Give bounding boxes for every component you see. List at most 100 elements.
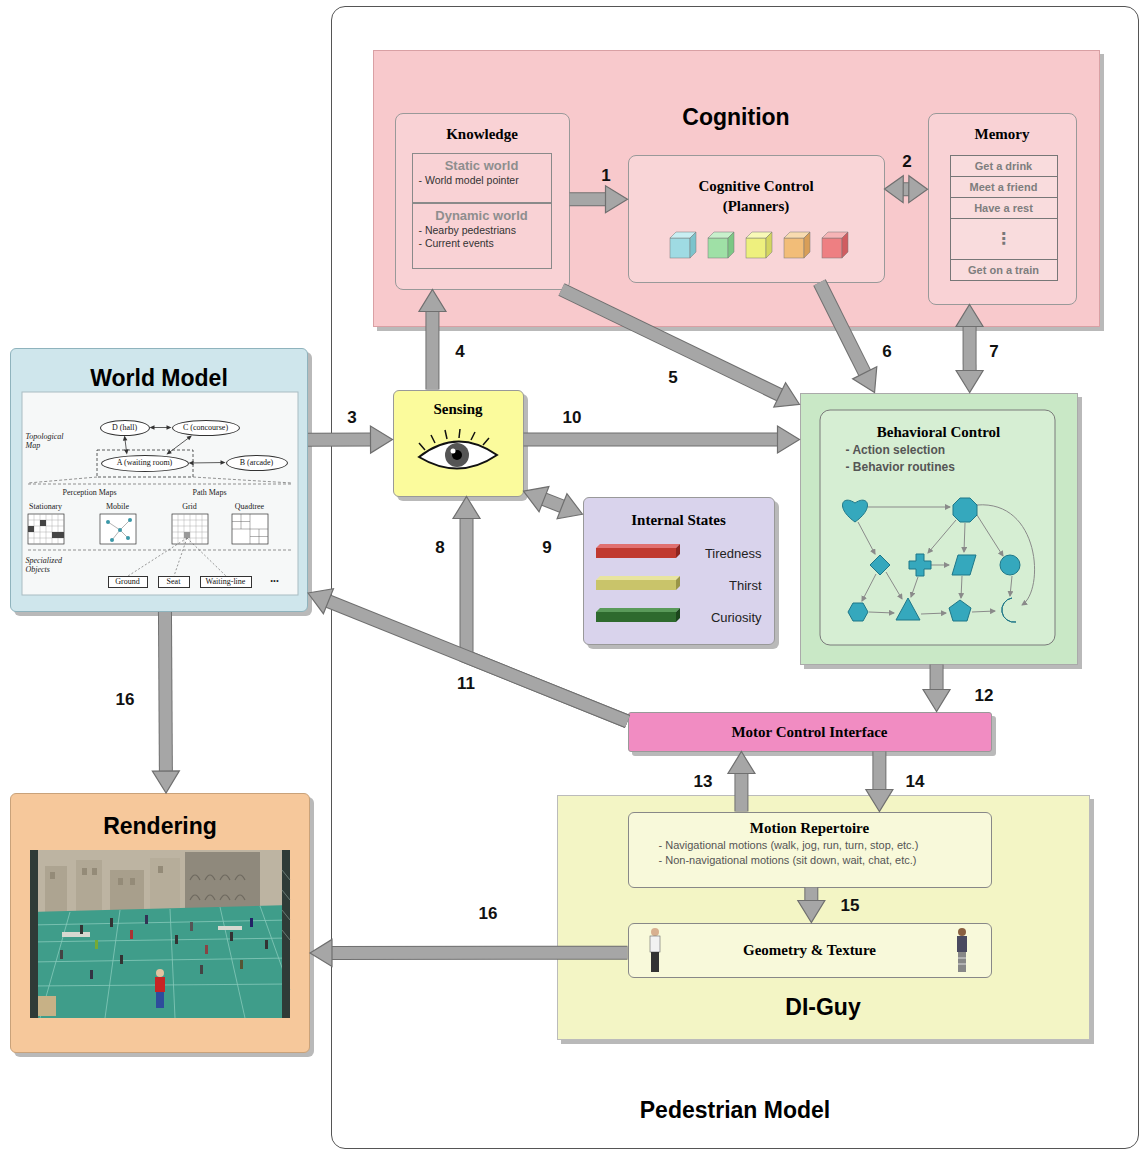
- node-heading: Get a drink: [975, 159, 1032, 173]
- arrow-head: [310, 939, 332, 966]
- node-heading: Geometry & Texture: [743, 940, 876, 960]
- behavior-panel: Behavioral Control- Action selection- Be…: [800, 393, 1078, 665]
- arrow-head: [370, 426, 392, 453]
- planner-cubes: [628, 155, 885, 283]
- node-heading: DI-Guy: [785, 993, 860, 1021]
- map-label: Topological Map: [26, 432, 76, 450]
- memory-item: ⋮: [950, 218, 1058, 260]
- arrow-body: [308, 434, 374, 446]
- flow-arrow: [419, 290, 446, 390]
- arrow-head: [866, 790, 893, 812]
- region-ellipse: B (arcade): [226, 455, 288, 471]
- arrow-body: [873, 752, 885, 793]
- arrow-head: [885, 176, 904, 203]
- node-line: Thirst: [596, 570, 762, 602]
- node-heading: B (arcade): [240, 458, 274, 468]
- node-heading: A (waiting room): [117, 458, 173, 468]
- arrow-outline: [561, 290, 782, 397]
- callout-holder: 15: [841, 896, 860, 916]
- callout-number: 3: [347, 408, 356, 428]
- callout-holder: 2: [902, 152, 911, 172]
- arrow-outline: [819, 283, 866, 376]
- node-heading: Cognitive Control (Planners): [671, 176, 841, 216]
- arrow-head: [774, 383, 800, 407]
- object-box: Waiting-line: [200, 576, 252, 588]
- map-link: [189, 460, 226, 465]
- arrow-outline: [325, 600, 627, 722]
- map-link: [123, 436, 129, 455]
- arrow-outline: [570, 192, 609, 206]
- map-label: •••: [262, 577, 288, 586]
- node-heading: Rendering: [11, 812, 309, 840]
- map-label-holder: Mobile: [98, 502, 138, 511]
- node-heading: Sensing: [394, 399, 523, 419]
- map-link: [167, 436, 192, 455]
- arrow-body: [426, 308, 438, 389]
- node-heading: Behavioral Control: [821, 422, 1057, 442]
- arrow-head: [853, 367, 877, 393]
- node-heading: Cognition: [374, 103, 1099, 131]
- node-heading: Ground: [115, 577, 139, 587]
- callout-number: 4: [455, 342, 464, 362]
- node-heading: Dynamic world: [419, 207, 545, 224]
- region-ellipse: D (hall): [100, 420, 150, 436]
- arrow-body: [735, 770, 747, 811]
- arrow-body: [159, 612, 172, 774]
- callout-number: 10: [563, 408, 582, 428]
- callout-holder: 11: [457, 674, 475, 694]
- arrow-head: [728, 752, 755, 774]
- node-line: Tiredness: [596, 538, 762, 570]
- engine-panel: Motion Repertoire- Navigational motions …: [557, 795, 1090, 1040]
- node-line: - Nearby pedestrians: [419, 224, 545, 237]
- arrow-head: [167, 450, 172, 455]
- rendering-panel: Rendering: [10, 793, 310, 1053]
- memory-item: Get on a train: [950, 259, 1058, 281]
- flow-arrow: [728, 752, 755, 812]
- node-heading: Motion Repertoire: [637, 818, 983, 838]
- object-box: Seat: [158, 576, 190, 588]
- link-line: [154, 427, 168, 428]
- callout-number: 12: [975, 686, 994, 706]
- node-line: - Action selection: [821, 442, 1057, 459]
- memory-item: Have a rest: [950, 197, 1058, 219]
- arrow-head: [124, 449, 128, 454]
- arrow-head: [605, 186, 627, 213]
- arrow-head: [453, 497, 480, 519]
- node-heading: Have a rest: [974, 201, 1033, 215]
- arrow-head: [419, 290, 446, 312]
- map-label: Grid: [170, 502, 210, 511]
- flow-arrow: [923, 665, 950, 712]
- node-line: Curiosity: [596, 602, 762, 634]
- map-label-holder: Grid: [170, 502, 210, 511]
- arrow-head: [557, 494, 582, 519]
- flow-arrow: [524, 487, 583, 519]
- callout-number: 5: [668, 368, 677, 388]
- node-line: - Navigational motions (walk, jog, run, …: [637, 838, 983, 853]
- arrow-head: [220, 460, 225, 464]
- node-heading: World Model: [11, 364, 307, 392]
- arrow-head: [909, 176, 928, 203]
- arrow-head: [123, 436, 127, 441]
- callout-holder: 5: [668, 368, 677, 388]
- callout-holder: 6: [882, 342, 891, 362]
- internal-states-box: Internal StatesTirednessThirstCuriosity: [583, 497, 775, 645]
- sensing-box: Sensing: [393, 390, 524, 497]
- map-label-holder: Path Maps: [170, 488, 250, 497]
- arrow-head: [956, 370, 983, 392]
- arrow-body: [329, 947, 628, 959]
- callout-holder: 14: [906, 772, 925, 792]
- node-heading: Static world: [419, 157, 545, 174]
- callout-number: 16: [479, 904, 498, 924]
- callout-holder: 1: [601, 166, 610, 186]
- flow-arrow: [798, 888, 825, 923]
- arrow-head: [777, 426, 799, 453]
- knowledge-section: Static world- World model pointer: [412, 153, 552, 203]
- callout-holder: 12: [975, 686, 994, 706]
- callout-holder: 8: [435, 538, 444, 558]
- region-ellipse: C (concourse): [172, 420, 240, 436]
- arrow-head: [956, 305, 983, 327]
- link-line: [193, 462, 222, 463]
- arrow-outline: [308, 433, 374, 447]
- map-label: Mobile: [98, 502, 138, 511]
